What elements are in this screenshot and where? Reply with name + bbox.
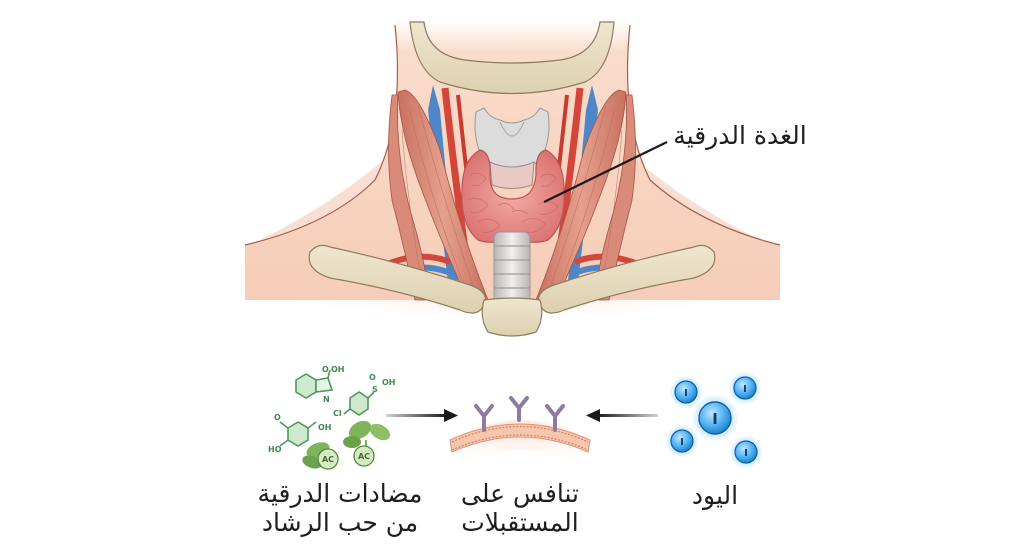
svg-text:I: I bbox=[744, 448, 748, 459]
svg-text:I: I bbox=[712, 410, 718, 428]
iodine-atom: I bbox=[728, 371, 762, 405]
scm-muscle-left-outer bbox=[388, 94, 431, 301]
neck-anatomy-illustration bbox=[230, 20, 790, 340]
antithyroid-compounds-label: مضادات الدرقية من حب الرشاد bbox=[235, 479, 445, 538]
chlorobenzenesulfonic-molecule bbox=[343, 391, 375, 416]
thyroid-gland-label: الغدة الدرقية bbox=[673, 121, 807, 150]
ac-badge-2 bbox=[353, 445, 375, 467]
antithyroid-label-line1: مضادات الدرقية bbox=[257, 479, 423, 508]
indole-oh-text: OH bbox=[331, 365, 345, 374]
svg-text:I: I bbox=[684, 388, 688, 399]
cress-leaves bbox=[302, 420, 391, 470]
sulfonic-o-text: O bbox=[369, 373, 376, 382]
sulfonic-s-text: S bbox=[372, 385, 378, 394]
iodine-atom: I bbox=[729, 435, 763, 469]
antithyroid-compounds-group bbox=[279, 369, 375, 447]
iodine-atom: I bbox=[669, 375, 703, 409]
iodine-atoms: I I I I I bbox=[665, 371, 763, 469]
competition-label-line1: تنافس على bbox=[461, 479, 579, 508]
competition-label-line2: المستقبلات bbox=[461, 507, 579, 537]
indole-o-text: O bbox=[322, 365, 329, 374]
iodine-label: اليود bbox=[691, 481, 739, 510]
svg-text:I: I bbox=[743, 384, 747, 395]
ac-badge-2-text: AC bbox=[358, 452, 370, 461]
receptor-2 bbox=[509, 396, 529, 422]
acid-o-text: O bbox=[274, 413, 281, 422]
cricoid-cartilage bbox=[489, 161, 535, 189]
acid-oh-text: OH bbox=[318, 423, 332, 432]
ac-badge-1-text: AC bbox=[322, 455, 334, 464]
indole-n-text: N bbox=[323, 395, 330, 404]
trachea bbox=[493, 231, 531, 303]
chloro-text: Cl bbox=[333, 409, 342, 418]
arrow-compounds-to-receptors bbox=[386, 409, 458, 422]
receptor-1 bbox=[474, 404, 494, 432]
svg-text:I: I bbox=[680, 437, 684, 448]
arrow-iodine-to-receptors bbox=[586, 409, 658, 422]
hydroxy-text: HO bbox=[268, 445, 282, 454]
receptor-3 bbox=[545, 404, 565, 432]
sulfonic-oh-text: OH bbox=[382, 378, 396, 387]
ac-badge-1 bbox=[317, 448, 339, 470]
sternum-manubrium bbox=[481, 297, 543, 337]
antithyroid-label-line2: من حب الرشاد bbox=[261, 507, 419, 537]
hydroxyisophthalic-molecule bbox=[279, 421, 317, 447]
iodine-atom: I bbox=[665, 424, 699, 458]
scm-muscle-right-outer bbox=[593, 94, 636, 301]
cell-membrane-receptors bbox=[449, 396, 591, 470]
mandible bbox=[409, 21, 615, 95]
indoline-molecule bbox=[295, 369, 334, 399]
thyroid-pointer-line bbox=[543, 141, 668, 203]
iodine-atom-large: I bbox=[691, 394, 739, 442]
receptor-competition-label: تنافس على المستقبلات bbox=[440, 479, 600, 538]
